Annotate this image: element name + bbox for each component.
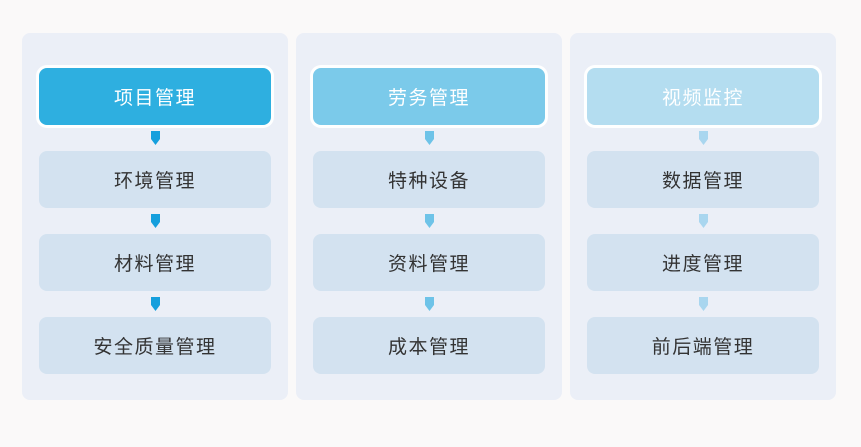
column-3-connector-1 [587,125,819,151]
column-2-connector-2 [313,208,545,234]
column-2-header-label: 劳务管理 [387,88,470,109]
arrow-down-icon [698,214,708,228]
column-3-item-3-label: 前后端管理 [651,337,755,358]
column-2-item-2[interactable]: 资料管理 [313,234,545,291]
column-2-connector-3 [313,291,545,317]
column-2-item-3-label: 成本管理 [387,337,470,358]
module-board: 项目管理 环境管理 材料管理 [22,33,836,400]
column-2-item-1[interactable]: 特种设备 [313,151,545,208]
column-2-item-1-label: 特种设备 [387,171,470,192]
column-3-connector-2 [587,208,819,234]
column-3-content: 视频监控 数据管理 进度管理 [587,33,819,374]
column-2-header-node[interactable]: 劳务管理 [313,68,545,125]
arrow-down-icon [150,214,160,228]
column-1-item-1-label: 环境管理 [113,171,196,192]
column-3-item-3[interactable]: 前后端管理 [587,317,819,374]
column-3-item-1-label: 数据管理 [661,171,744,192]
column-1-item-1[interactable]: 环境管理 [39,151,271,208]
arrow-down-icon [698,297,708,311]
arrow-down-icon [424,131,434,145]
column-2-content: 劳务管理 特种设备 资料管理 [313,33,545,374]
arrow-down-icon [150,297,160,311]
column-3-item-1[interactable]: 数据管理 [587,151,819,208]
column-1-connector-2 [39,208,271,234]
column-1-header-label: 项目管理 [113,88,196,109]
column-1-item-2[interactable]: 材料管理 [39,234,271,291]
module-column-1: 项目管理 环境管理 材料管理 [22,33,288,400]
column-3-connector-3 [587,291,819,317]
arrow-down-icon [150,131,160,145]
column-3-header-node[interactable]: 视频监控 [587,68,819,125]
column-1-item-3-label: 安全质量管理 [93,337,217,358]
column-2-item-2-label: 资料管理 [387,254,470,275]
column-1-content: 项目管理 环境管理 材料管理 [39,33,271,374]
arrow-down-icon [698,131,708,145]
column-2-connector-1 [313,125,545,151]
arrow-down-icon [424,214,434,228]
column-1-connector-3 [39,291,271,317]
column-3-item-2[interactable]: 进度管理 [587,234,819,291]
column-1-header-node[interactable]: 项目管理 [39,68,271,125]
column-3-item-2-label: 进度管理 [661,254,744,275]
column-2-item-3[interactable]: 成本管理 [313,317,545,374]
column-1-connector-1 [39,125,271,151]
column-1-item-2-label: 材料管理 [113,254,196,275]
column-3-header-label: 视频监控 [661,88,744,109]
module-column-2: 劳务管理 特种设备 资料管理 [296,33,562,400]
arrow-down-icon [424,297,434,311]
module-column-3: 视频监控 数据管理 进度管理 [570,33,836,400]
column-1-item-3[interactable]: 安全质量管理 [39,317,271,374]
